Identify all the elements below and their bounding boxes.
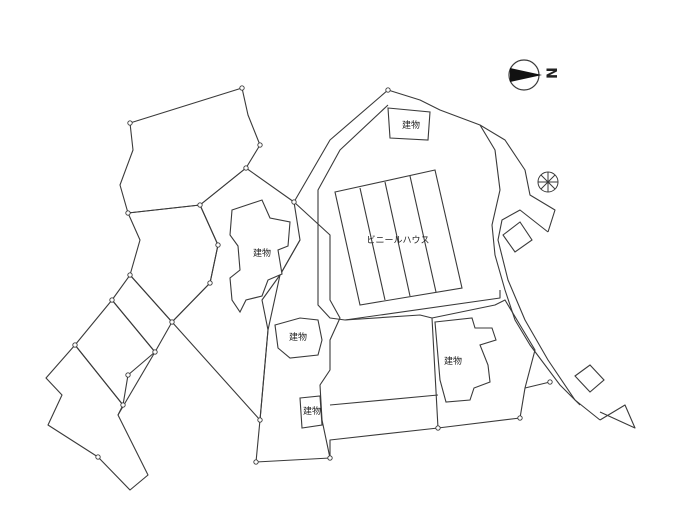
parcel-top-left xyxy=(119,87,261,214)
survey-point xyxy=(239,85,245,91)
label-building-right: 建物 xyxy=(444,355,462,367)
road-edge-right-outer xyxy=(479,124,581,406)
survey-point xyxy=(327,455,333,461)
tree-symbol-icon xyxy=(537,171,559,193)
survey-point xyxy=(207,280,213,286)
north-label: N xyxy=(545,67,561,79)
parcel-left-strip-2 xyxy=(74,299,156,406)
parcel-left-middle xyxy=(127,204,219,323)
survey-nodes xyxy=(72,85,553,465)
greenhouse xyxy=(334,169,463,306)
parcel-lower-right xyxy=(431,299,536,429)
parcel-lines xyxy=(45,87,636,491)
road-edge-upper-left xyxy=(293,89,389,203)
label-building-center: 建物 xyxy=(289,331,307,343)
label-building-bottom: 建物 xyxy=(303,405,321,417)
building-bottom-right-box xyxy=(574,364,605,393)
survey-point xyxy=(125,210,131,216)
building-center xyxy=(274,317,323,359)
label-building-top: 建物 xyxy=(402,119,420,131)
greenhouse-outline xyxy=(334,169,463,306)
survey-point xyxy=(169,319,175,325)
survey-point xyxy=(127,120,133,126)
road-edge-top xyxy=(387,89,556,233)
survey-point xyxy=(72,342,78,348)
north-arrow-icon: N xyxy=(508,59,561,91)
survey-point xyxy=(385,87,391,93)
parcel-lower-right-edge xyxy=(524,381,551,389)
parcel-left-strip-1 xyxy=(111,274,173,353)
parcel-left-strip-3 xyxy=(45,344,149,491)
survey-point xyxy=(109,297,115,303)
parcel-central-wedge xyxy=(255,201,341,463)
survey-point xyxy=(215,242,221,248)
survey-point xyxy=(257,417,263,423)
parcel-center-left xyxy=(171,167,301,421)
survey-point xyxy=(435,425,441,431)
survey-point xyxy=(152,349,158,355)
road-edge-bottom-right xyxy=(599,404,636,429)
parcel-lower-middle xyxy=(329,314,439,458)
survey-point xyxy=(95,454,101,460)
survey-point xyxy=(253,459,259,465)
building-bottom-small xyxy=(299,395,323,429)
survey-point xyxy=(517,415,523,421)
building-right-large xyxy=(434,317,497,403)
label-greenhouse: ビニールハウス xyxy=(366,235,429,246)
building-left-complex xyxy=(229,199,291,314)
building-right-box xyxy=(502,221,533,253)
road-edge-right-inner xyxy=(497,209,601,421)
greenhouse-divider xyxy=(409,175,437,293)
road-edge-upper-inner xyxy=(317,104,501,321)
greenhouse-divider xyxy=(359,187,386,301)
label-building-left: 建物 xyxy=(253,247,271,259)
buildings xyxy=(229,107,605,429)
survey-point xyxy=(243,165,249,171)
map-labels: 建物 建物 建物 建物 建物 ビニールハウス xyxy=(253,119,462,417)
survey-point xyxy=(547,379,553,385)
building-top-small xyxy=(387,107,431,141)
survey-point xyxy=(125,372,131,378)
survey-point xyxy=(257,142,263,148)
survey-point xyxy=(127,272,133,278)
survey-point xyxy=(291,199,297,205)
parcel-lower-middle-divider xyxy=(329,394,439,406)
survey-point xyxy=(197,202,203,208)
survey-point xyxy=(120,402,126,408)
greenhouse-divider xyxy=(384,181,411,297)
